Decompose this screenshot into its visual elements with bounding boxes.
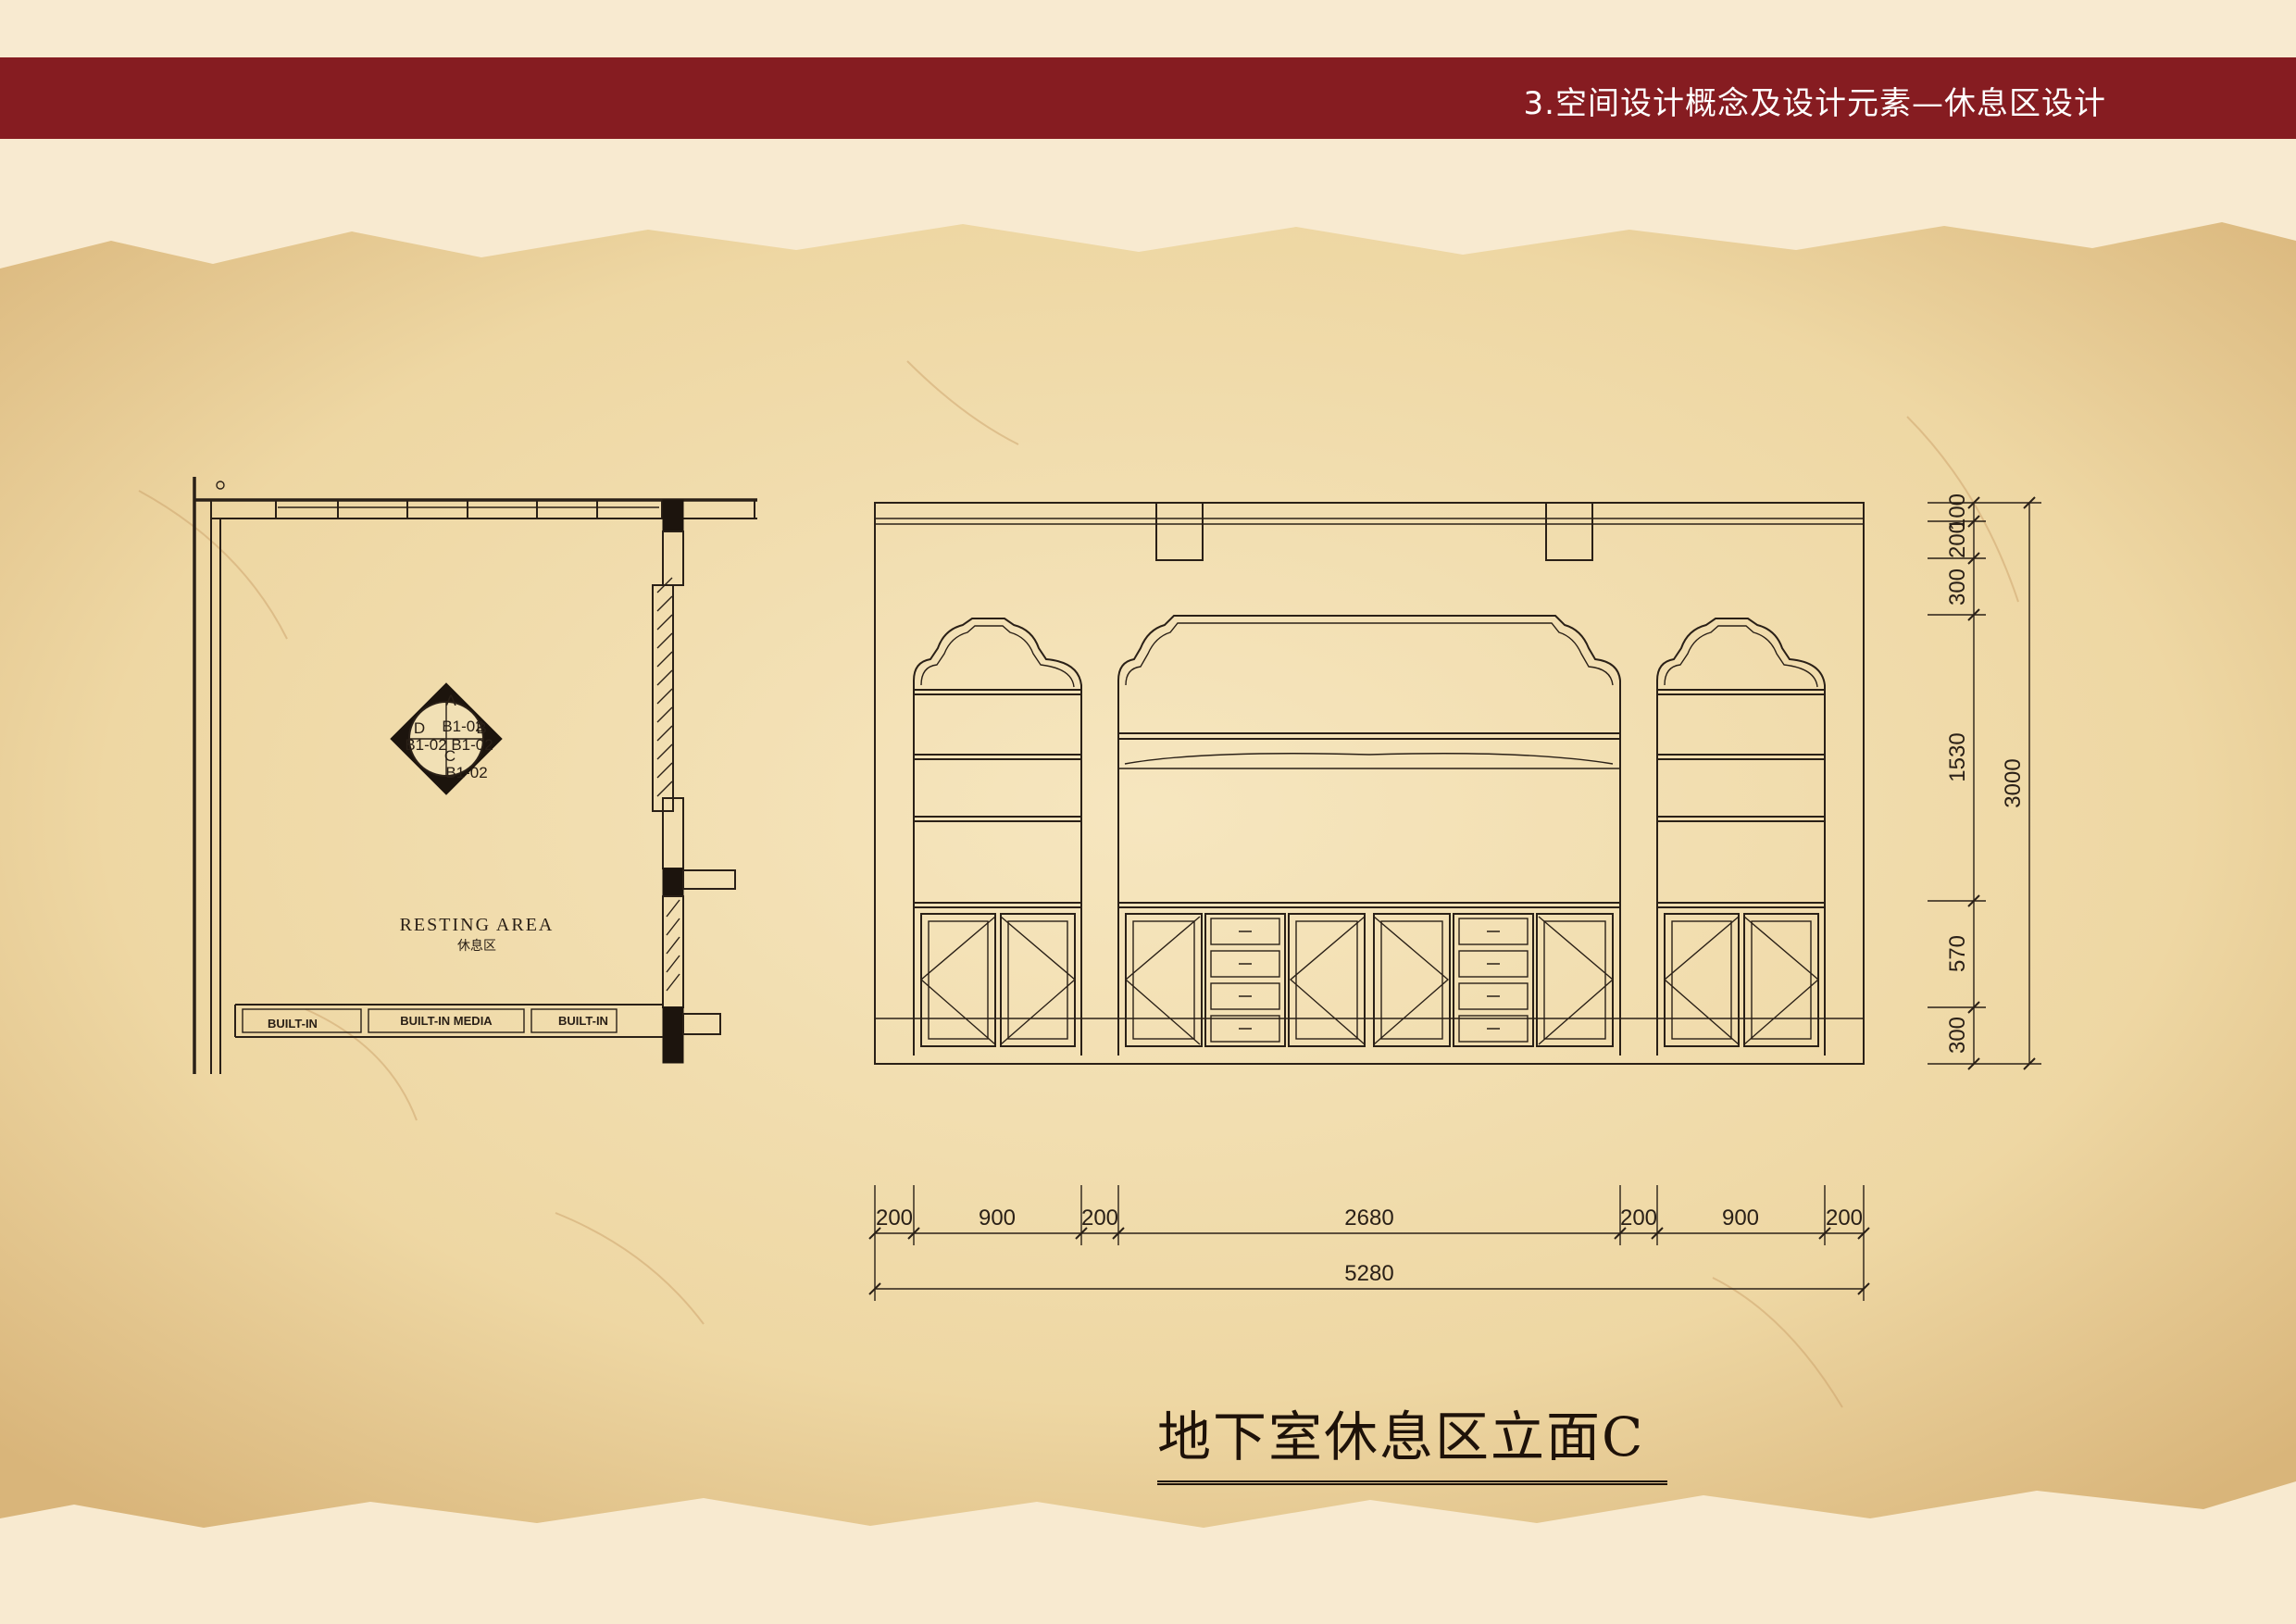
plan-opening-hatch — [666, 899, 680, 992]
left-cabinet — [913, 618, 1082, 1056]
elevation-frame — [874, 502, 1865, 1065]
drawing-title: 地下室休息区立面C — [1157, 1393, 1668, 1485]
dim-h-7: 200 — [1826, 1206, 1863, 1230]
dim-h-3: 200 — [1081, 1206, 1118, 1230]
dim-h-4: 2680 — [1344, 1206, 1393, 1230]
plan-pier — [337, 499, 408, 519]
dim-h-1: 200 — [876, 1206, 913, 1230]
ceiling-beam — [1155, 502, 1204, 561]
header-band: 3.空间设计概念及设计元素—休息区设计 — [0, 57, 2296, 139]
horizontal-dimensions: 200 900 200 2680 200 900 200 5280 — [868, 1185, 1870, 1301]
plan-pier — [661, 499, 755, 519]
floor-plan: BUILT-IN BUILT-IN MEDIA BUILT-IN A B1-02… — [193, 477, 757, 1074]
plan-builtin-left — [242, 1008, 362, 1033]
dim-v-2: 200 — [1945, 521, 1970, 558]
plan-pier — [467, 499, 538, 519]
builtin-label-right: BUILT-IN — [558, 1014, 608, 1028]
plan-column — [662, 1006, 684, 1064]
right-cabinet — [1656, 618, 1826, 1056]
elevation-ref-c: B1-02 — [405, 736, 446, 754]
plan-wall-stub — [682, 869, 736, 890]
elevation-tag-a: A — [445, 692, 456, 709]
plan-column — [662, 868, 684, 897]
room-label-cn: 休息区 — [457, 938, 496, 954]
elevation-tag-b: B — [476, 719, 486, 737]
elevation-ref-a: B1-02 — [442, 718, 483, 735]
dim-v-3: 300 — [1945, 568, 1970, 606]
parchment-background — [0, 222, 2296, 1528]
plan-pier — [596, 499, 663, 519]
dim-v-4: 1530 — [1945, 732, 1970, 781]
dim-v-1: 100 — [1945, 493, 1970, 531]
header-title: 3.空间设计概念及设计元素—休息区设计 — [1523, 85, 2106, 122]
dim-v-5: 570 — [1945, 935, 1970, 972]
plan-column — [662, 499, 684, 532]
elevation-tag-d: D — [414, 719, 425, 737]
plan-opening — [662, 895, 684, 1008]
vertical-dimensions: 100 200 300 1530 570 300 3000 — [1928, 493, 2041, 1070]
dim-h-total: 5280 — [1344, 1261, 1393, 1286]
plan-wall-stub — [682, 1013, 721, 1035]
builtin-label-left: BUILT-IN — [268, 1017, 318, 1031]
center-media-unit — [1117, 615, 1621, 1056]
builtin-label-media: BUILT-IN MEDIA — [400, 1014, 493, 1028]
plan-column-mark — [216, 481, 225, 490]
ceiling-beam — [1545, 502, 1593, 561]
dim-h-5: 200 — [1620, 1206, 1657, 1230]
plan-builtin-right — [530, 1008, 618, 1033]
elevation-c: 200 900 200 2680 200 900 200 5280 100 20… — [868, 493, 2041, 1301]
elevation-marker: A B1-02 B B1-02 C B1-02 D B1-02 — [390, 682, 503, 795]
dim-h-2: 900 — [979, 1206, 1016, 1230]
plan-pier — [210, 499, 277, 519]
elevation-tag-c: C — [444, 747, 455, 765]
room-label: RESTING AREA — [400, 915, 555, 935]
elevation-ref-b: B1-02 — [451, 736, 493, 754]
dim-v-6: 300 — [1945, 1017, 1970, 1054]
plan-glazing-hatch — [656, 577, 673, 797]
plan-builtin-media — [368, 1008, 525, 1033]
dim-h-6: 900 — [1722, 1206, 1759, 1230]
dim-v-total: 3000 — [2001, 758, 2026, 807]
plan-wall-segment — [662, 531, 684, 586]
elevation-ref-d: B1-02 — [445, 764, 487, 781]
